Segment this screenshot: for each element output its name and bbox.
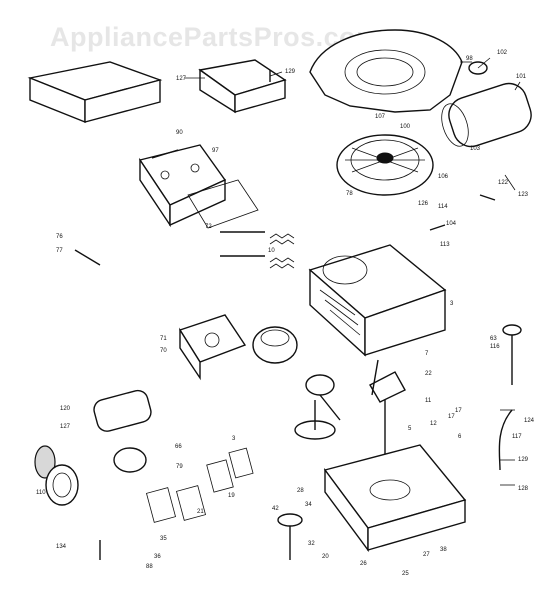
callout: 124 <box>524 418 535 424</box>
callout: 76 <box>56 234 63 240</box>
callout: 20 <box>322 554 329 560</box>
callout: 5 <box>408 426 412 432</box>
callout: 113 <box>440 242 450 248</box>
callout: 114 <box>438 204 448 210</box>
governor-gear[interactable] <box>277 513 303 560</box>
carburetor[interactable] <box>178 314 247 381</box>
callout: 128 <box>518 486 529 492</box>
cylinder-head[interactable] <box>138 144 227 228</box>
callout: 12 <box>430 421 437 427</box>
callout: 101 <box>516 74 527 80</box>
breather-cup[interactable] <box>113 447 147 473</box>
air-filter-pad[interactable] <box>27 61 163 124</box>
valve-stem[interactable] <box>220 231 265 257</box>
callout: 97 <box>212 148 219 154</box>
oil-sump[interactable] <box>323 444 467 553</box>
callout: 103 <box>470 146 481 152</box>
callout: 129 <box>285 69 296 75</box>
callout: 72 <box>205 224 212 230</box>
callout: 110 <box>36 490 46 496</box>
air-cleaner-housing[interactable] <box>92 388 153 433</box>
callout: 117 <box>512 434 522 440</box>
bolt-group <box>74 70 496 560</box>
callout: 3 <box>232 436 236 442</box>
gasket-set[interactable] <box>146 447 254 523</box>
camshaft-gear[interactable] <box>294 400 336 440</box>
callout: 3 <box>450 301 454 307</box>
callout: 98 <box>466 56 473 62</box>
callout: 104 <box>446 221 457 227</box>
callout: 35 <box>160 536 167 542</box>
callout: 106 <box>438 174 449 180</box>
callout: 88 <box>146 564 153 570</box>
callout: 78 <box>346 191 353 197</box>
callout: 127 <box>176 76 187 82</box>
callout: 17 <box>448 414 455 420</box>
callout: 122 <box>498 180 509 186</box>
callout: 25 <box>402 571 409 577</box>
leader-lines <box>185 57 521 486</box>
callout: 10 <box>268 248 275 254</box>
watermark: AppliancePartsPros.com <box>50 22 381 52</box>
callout: 120 <box>60 406 71 412</box>
callout: 79 <box>176 464 183 470</box>
callout: 66 <box>175 444 182 450</box>
callout: 7 <box>425 351 429 357</box>
callout: 36 <box>154 554 161 560</box>
callout: 21 <box>197 509 204 515</box>
callout: 102 <box>497 50 508 56</box>
callout: 42 <box>272 506 279 512</box>
callout: 90 <box>176 130 183 136</box>
blower-housing[interactable] <box>309 29 463 113</box>
callout: 32 <box>308 541 315 547</box>
callout: 27 <box>423 552 430 558</box>
callout: 77 <box>56 248 63 254</box>
callout: 129 <box>518 457 529 463</box>
screen[interactable] <box>34 445 56 479</box>
callout: 70 <box>160 348 167 354</box>
flywheel[interactable] <box>336 134 434 196</box>
callout: 107 <box>375 114 386 120</box>
dipstick-tube[interactable] <box>498 324 522 471</box>
callout: 34 <box>305 502 312 508</box>
callout: 126 <box>418 201 429 207</box>
fuel-tank[interactable] <box>252 326 298 364</box>
engine-block[interactable] <box>308 244 447 357</box>
air-cleaner-cover[interactable] <box>198 59 287 114</box>
callout: 134 <box>56 544 67 550</box>
filter-element[interactable] <box>45 464 79 506</box>
callout: 100 <box>400 124 411 130</box>
callout: 17 <box>455 408 462 414</box>
callout: 71 <box>160 336 167 342</box>
callout: 127 <box>60 424 71 430</box>
crankshaft[interactable] <box>369 359 406 455</box>
callout: 6 <box>458 434 462 440</box>
callout: 38 <box>440 547 447 553</box>
callout: 63 <box>490 336 497 342</box>
callout: 116 <box>490 344 500 350</box>
callout: 19 <box>228 493 235 499</box>
callout: 11 <box>425 398 432 404</box>
connecting-rod[interactable] <box>305 374 341 421</box>
valve-spring-2[interactable] <box>269 257 295 269</box>
valve-spring-1[interactable] <box>269 233 295 245</box>
callout: 26 <box>360 561 367 567</box>
callout: 123 <box>518 192 529 198</box>
callout: 28 <box>297 488 304 494</box>
head-gasket[interactable] <box>187 179 259 229</box>
callout: 22 <box>425 371 432 377</box>
callouts: 102 101 129 127 98 107 100 90 97 103 122… <box>36 50 535 577</box>
